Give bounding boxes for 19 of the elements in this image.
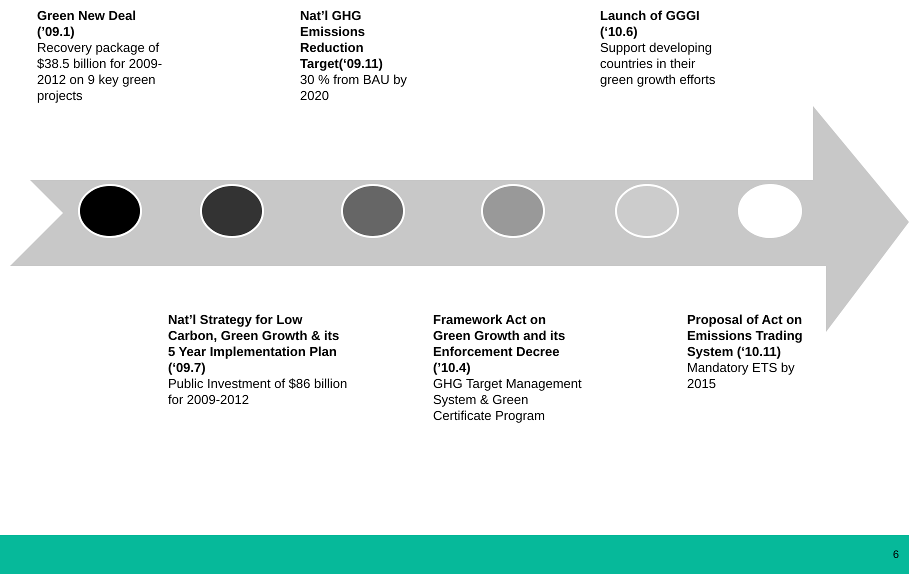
event-description: Recovery package of $38.5 billion for 2009-2012 on 9 key green projects xyxy=(37,40,164,104)
event-description: 30 % from BAU by 2020 xyxy=(300,72,408,104)
event-description: GHG Target Management System & Green Certificate Program xyxy=(433,376,583,424)
milestone-dot xyxy=(737,183,803,239)
event-description: Support developing countries in their green growth efforts xyxy=(600,40,716,88)
event-title: Nat’l Strategy for Low Carbon, Green Growth & its 5 Year Implementation Plan (‘09.7) xyxy=(168,312,340,376)
event-title: Proposal of Act on Emissions Trading System (‘10.11) xyxy=(687,312,804,360)
event-title: Green New Deal (’09.1) xyxy=(37,8,137,40)
milestone-dot xyxy=(77,183,143,239)
event-title: Framework Act on Green Growth and its Enforcement Decree (’10.4) xyxy=(433,312,566,376)
milestone-dot xyxy=(480,183,546,239)
page-number: 6 xyxy=(892,549,899,561)
milestone-dot xyxy=(614,183,680,239)
event-title: Nat’l GHG Emissions Reduction Target(‘09.11) xyxy=(300,8,384,72)
event-description: Mandatory ETS by 2015 xyxy=(687,360,796,392)
milestone-dot xyxy=(199,183,265,239)
event-description: Public Investment of $86 billion for 2009-2012 xyxy=(168,376,348,408)
milestone-dot xyxy=(340,183,406,239)
event-title: Launch of GGGI (‘10.6) xyxy=(600,8,701,40)
